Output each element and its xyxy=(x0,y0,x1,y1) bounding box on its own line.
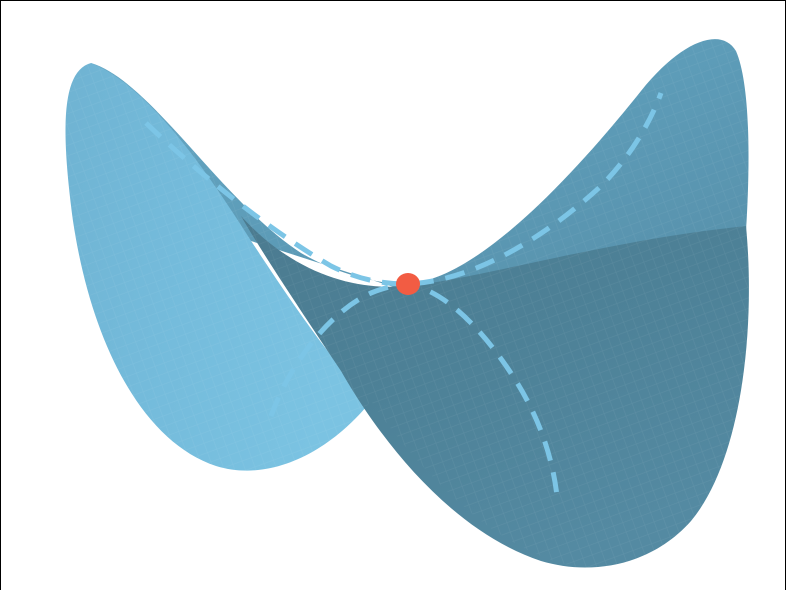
saddle-point-marker xyxy=(396,273,420,295)
dashed-curve-downward xyxy=(268,282,560,497)
dashed-curve-upward xyxy=(144,92,664,287)
saddle-surface-mesh xyxy=(65,39,753,570)
